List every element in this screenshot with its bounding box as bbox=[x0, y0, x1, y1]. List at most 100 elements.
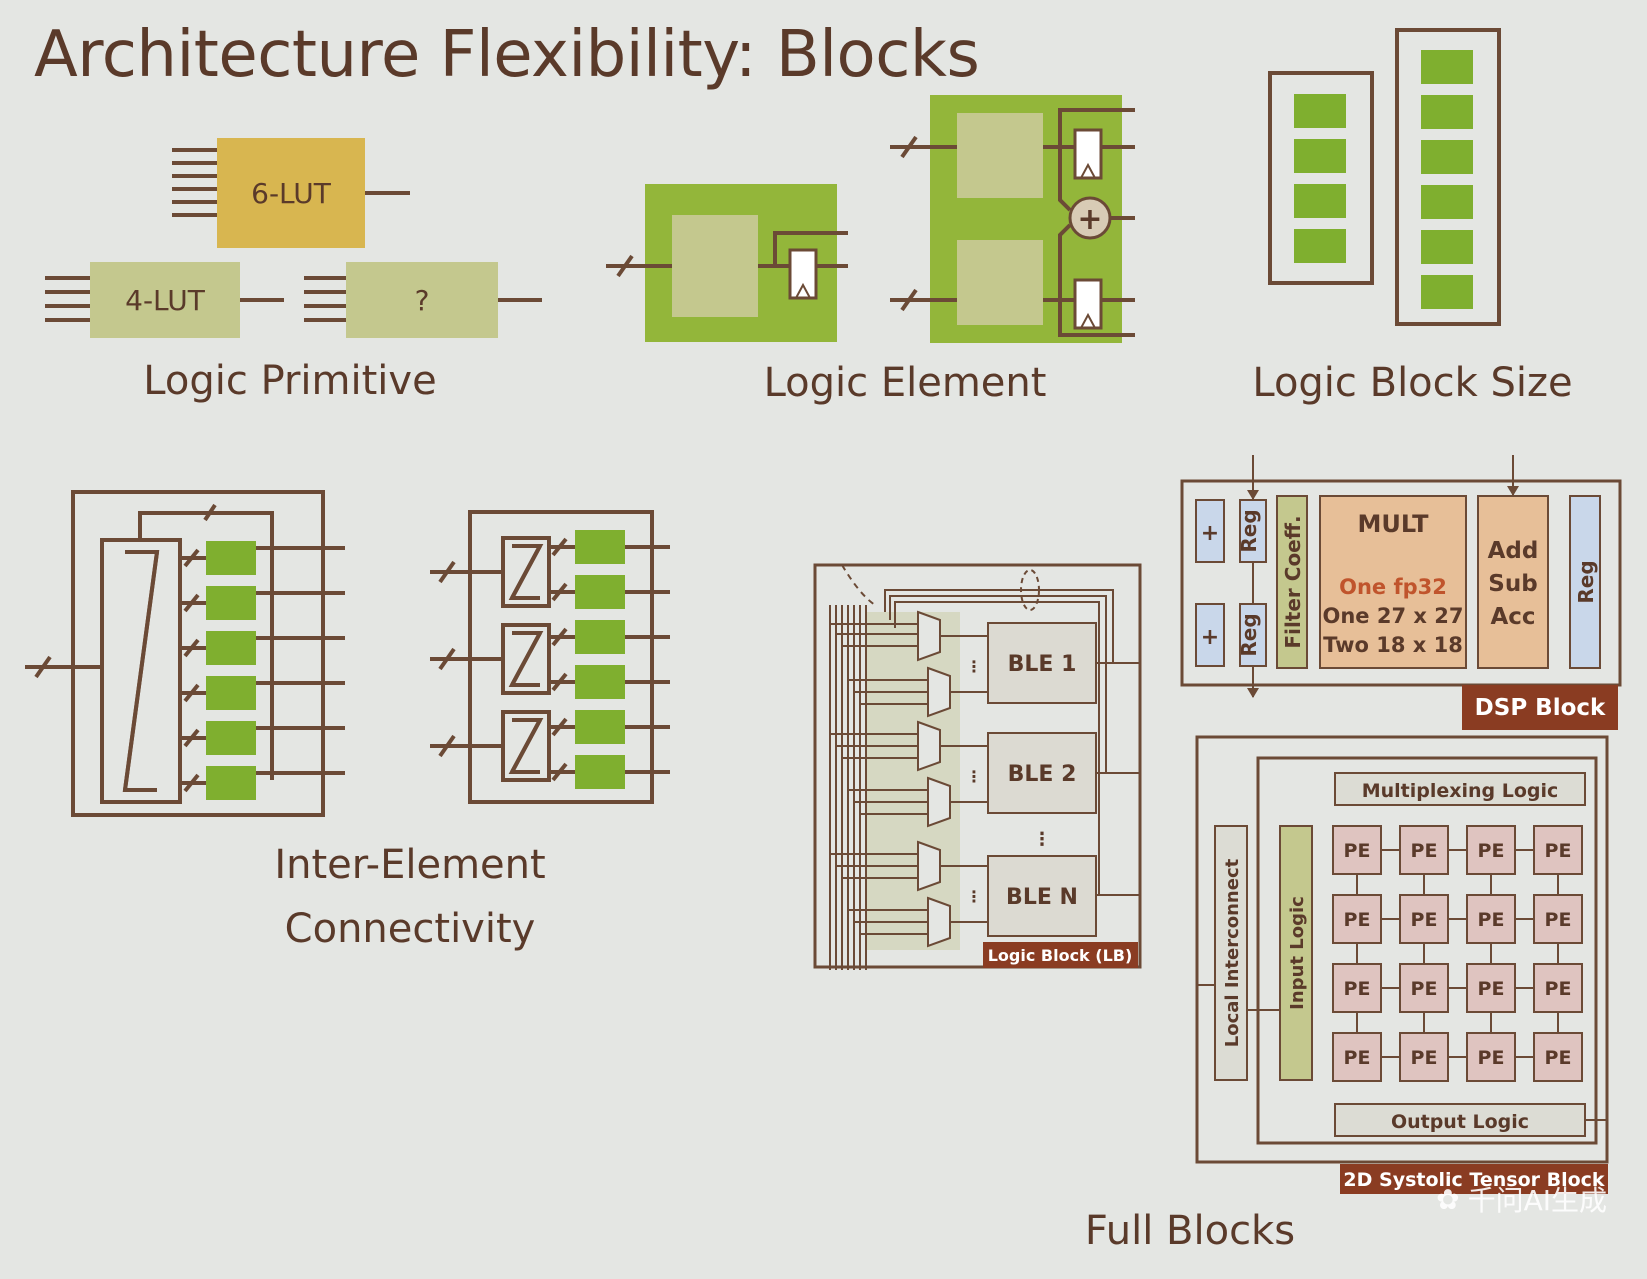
dsp-arrow-bottom bbox=[1247, 688, 1259, 698]
tensor-local-box bbox=[1214, 825, 1248, 1081]
le-large-lut-top bbox=[957, 113, 1043, 198]
pe-label: PE bbox=[1545, 978, 1572, 1000]
dsp-add-arrow bbox=[1507, 486, 1519, 496]
partial-element bbox=[575, 710, 625, 744]
dsp-frame bbox=[1180, 479, 1622, 687]
partial-element bbox=[575, 665, 625, 699]
blen-box bbox=[987, 855, 1097, 937]
tensor-local-label: Local Interconnect bbox=[1222, 858, 1243, 1047]
pe-label: PE bbox=[1411, 978, 1438, 1000]
slide-title: Architecture Flexibility: Blocks bbox=[34, 18, 980, 92]
crossbar-element bbox=[206, 721, 256, 755]
dsp-mult-line3: Two 18 x 18 bbox=[1323, 633, 1463, 657]
pe-label: PE bbox=[1478, 840, 1505, 862]
pe-box bbox=[1399, 963, 1449, 1013]
pe-label: PE bbox=[1344, 909, 1371, 931]
le-large-tick-top bbox=[900, 135, 918, 159]
dsp-plus-top-box bbox=[1195, 499, 1225, 563]
dsp-mult-line2: One 27 x 27 bbox=[1323, 604, 1464, 628]
unknown-input-lines bbox=[304, 276, 348, 322]
dsp-reg-bottom-box bbox=[1239, 603, 1267, 667]
dsp-label-badge bbox=[1462, 685, 1618, 730]
dsp-plus-bottom: + bbox=[1201, 625, 1219, 650]
lb-dots-1: ⋮ bbox=[966, 657, 982, 676]
le-small-bus-tick bbox=[616, 254, 634, 278]
dsp-mult-title: MULT bbox=[1357, 510, 1429, 538]
caption-logic-element: Logic Element bbox=[763, 360, 1047, 406]
lut6-label: 6-LUT bbox=[251, 177, 332, 210]
dsp-add-line3: Acc bbox=[1490, 604, 1535, 630]
small-block-element-4 bbox=[1294, 229, 1346, 263]
dsp-label: DSP Block bbox=[1475, 695, 1606, 721]
large-block-element-5 bbox=[1421, 230, 1473, 264]
crossbar-input-tick bbox=[34, 655, 52, 679]
tensor-output-box bbox=[1334, 1103, 1586, 1137]
dsp-mult-box bbox=[1319, 495, 1467, 669]
crossbar-element bbox=[206, 541, 256, 575]
lb-input-bus bbox=[829, 605, 867, 970]
dsp-reg-top-box bbox=[1239, 499, 1267, 563]
pe-label: PE bbox=[1344, 1047, 1371, 1069]
partial-crossbar-elements bbox=[575, 530, 625, 789]
pe-box bbox=[1533, 1032, 1583, 1082]
dsp-filter-box bbox=[1276, 495, 1308, 669]
partial-crossbar-wires bbox=[549, 537, 670, 782]
lb-mux bbox=[917, 610, 941, 662]
pe-label: PE bbox=[1478, 978, 1505, 1000]
le-large-ff-top-clock bbox=[1080, 162, 1096, 179]
logic-element-large: + bbox=[890, 95, 1135, 343]
small-block-element-1 bbox=[1294, 94, 1346, 128]
caption-inter-element-2: Connectivity bbox=[284, 906, 536, 952]
pe-label: PE bbox=[1344, 840, 1371, 862]
le-large-to-adder-top bbox=[1058, 147, 1072, 212]
large-block-element-6 bbox=[1421, 275, 1473, 309]
partial-element bbox=[575, 620, 625, 654]
lb-mux bbox=[917, 720, 941, 772]
lut6-box bbox=[217, 138, 365, 248]
pe-box bbox=[1533, 825, 1583, 875]
logic-primitive-group: 6-LUT 4-LUT ? bbox=[45, 138, 542, 338]
lut4-label: 4-LUT bbox=[125, 284, 206, 317]
crossbar-box bbox=[100, 538, 182, 804]
lb-feedback-lines bbox=[884, 589, 1114, 895]
dsp-add-box bbox=[1477, 495, 1549, 669]
lb-frame bbox=[813, 563, 1142, 969]
le-small-bypass bbox=[773, 231, 848, 266]
lb-dots-3: ⋮ bbox=[966, 887, 982, 906]
dsp-block: + + Reg Reg Filter Coeff. MULT One fp32 … bbox=[1180, 455, 1622, 730]
crossbar-elements bbox=[206, 541, 256, 800]
partial-element bbox=[575, 530, 625, 564]
le-large-tick-bottom bbox=[900, 288, 918, 312]
lut6-input-lines bbox=[172, 148, 218, 217]
tensor-outer-frame bbox=[1195, 735, 1609, 1164]
pe-box bbox=[1466, 894, 1516, 944]
pe-label: PE bbox=[1344, 978, 1371, 1000]
dsp-reg-right: Reg bbox=[1574, 560, 1598, 603]
pe-box bbox=[1399, 894, 1449, 944]
ble1-label: BLE 1 bbox=[1008, 652, 1077, 677]
partial-element bbox=[575, 575, 625, 609]
large-block-element-3 bbox=[1421, 140, 1473, 174]
tensor-input-box bbox=[1279, 825, 1313, 1081]
blen-label: BLE N bbox=[1006, 885, 1078, 910]
lut4-box bbox=[90, 262, 240, 338]
lut4-input-lines bbox=[45, 276, 92, 322]
small-block-element-2 bbox=[1294, 139, 1346, 173]
dsp-reg-right-box bbox=[1569, 495, 1601, 669]
le-large-lut-bottom bbox=[957, 240, 1043, 325]
tensor-block: Multiplexing Logic Output Logic Local In… bbox=[1195, 735, 1609, 1194]
pe-label: PE bbox=[1478, 1047, 1505, 1069]
tensor-label-badge bbox=[1340, 1164, 1608, 1194]
crossbar-element bbox=[206, 676, 256, 710]
le-small-ff-clock bbox=[795, 282, 811, 299]
crossbar-element-wires bbox=[180, 546, 345, 793]
logic-block-size-group bbox=[1268, 28, 1501, 326]
le-large-ff-bottom-clock bbox=[1080, 312, 1096, 329]
tensor-input-label: Input Logic bbox=[1287, 896, 1308, 1010]
lb-dashed-curve bbox=[841, 564, 876, 606]
large-logic-block-frame bbox=[1395, 28, 1501, 326]
tensor-mux-box bbox=[1334, 772, 1586, 806]
lb-dots-ble: ⋮ bbox=[1033, 829, 1051, 850]
